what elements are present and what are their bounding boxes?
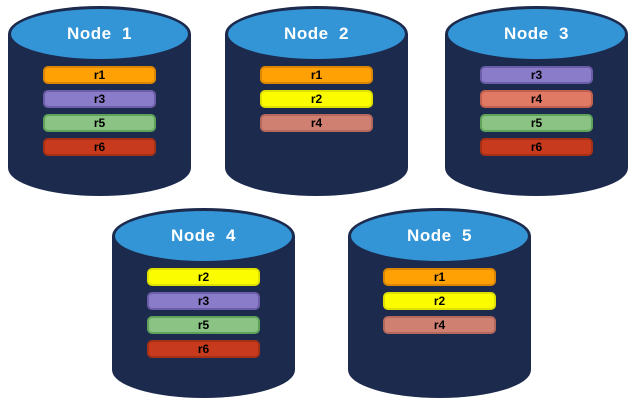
node-1-replica-r6: r6 [43, 138, 156, 156]
node-3-replica-list: r3 r4 r5 r6 [445, 66, 628, 156]
node-5-replica-r4: r4 [383, 316, 496, 334]
replica-label: r3 [93, 92, 106, 106]
node-1-cylinder-top: Node 1 [8, 6, 191, 62]
node-5-replica-list: r1 r2 r4 [348, 268, 531, 334]
replica-label: r4 [433, 318, 446, 332]
node-4-label: Node 4 [171, 226, 236, 245]
node-2-replica-r1: r1 [260, 66, 373, 84]
node-1-replica-r5: r5 [43, 114, 156, 132]
node-1-replica-list: r1 r3 r5 r6 [8, 66, 191, 156]
node-5-cylinder: Node 5 r1 r2 r4 [348, 208, 531, 398]
node-2-replica-r4: r4 [260, 114, 373, 132]
replica-label: r1 [93, 68, 106, 82]
node-4-replica-r2: r2 [147, 268, 260, 286]
replica-label: r2 [310, 92, 323, 106]
replica-label: r6 [93, 140, 106, 154]
node-2-cylinder: Node 2 r1 r2 r4 [225, 6, 408, 196]
node-5-cylinder-bottom [348, 342, 531, 398]
node-1-label: Node 1 [67, 24, 132, 43]
node-2-cylinder-bottom [225, 140, 408, 196]
node-2-label: Node 2 [284, 24, 349, 43]
replica-label: r6 [530, 140, 543, 154]
node-2-replica-list: r1 r2 r4 [225, 66, 408, 132]
replica-label: r5 [530, 116, 543, 130]
node-4-cylinder: Node 4 r2 r3 r5 r6 [112, 208, 295, 398]
node-5-label: Node 5 [407, 226, 472, 245]
node-2-replica-r2: r2 [260, 90, 373, 108]
replica-label: r2 [197, 270, 210, 284]
node-1-replica-r1: r1 [43, 66, 156, 84]
node-1-replica-r3: r3 [43, 90, 156, 108]
node-4-cylinder-top: Node 4 [112, 208, 295, 264]
node-4-replica-r3: r3 [147, 292, 260, 310]
node-3-cylinder-top: Node 3 [445, 6, 628, 62]
replica-label: r5 [197, 318, 210, 332]
replica-label: r4 [310, 116, 323, 130]
node-4-replica-r5: r5 [147, 316, 260, 334]
replica-label: r1 [433, 270, 446, 284]
replica-label: r2 [433, 294, 446, 308]
node-3-replica-r3: r3 [480, 66, 593, 84]
node-3-replica-r5: r5 [480, 114, 593, 132]
node-1-cylinder: Node 1 r1 r3 r5 r6 [8, 6, 191, 196]
replica-label: r3 [530, 68, 543, 82]
replica-label: r1 [310, 68, 323, 82]
node-4-replica-r6: r6 [147, 340, 260, 358]
node-3-replica-r4: r4 [480, 90, 593, 108]
node-5-replica-r2: r2 [383, 292, 496, 310]
node-2-cylinder-top: Node 2 [225, 6, 408, 62]
node-3-label: Node 3 [504, 24, 569, 43]
replica-label: r5 [93, 116, 106, 130]
replica-label: r3 [197, 294, 210, 308]
node-4-replica-list: r2 r3 r5 r6 [112, 268, 295, 358]
node-5-replica-r1: r1 [383, 268, 496, 286]
replica-label: r6 [197, 342, 210, 356]
node-3-cylinder: Node 3 r3 r4 r5 r6 [445, 6, 628, 196]
node-5-cylinder-top: Node 5 [348, 208, 531, 264]
replica-label: r4 [530, 92, 543, 106]
node-3-replica-r6: r6 [480, 138, 593, 156]
